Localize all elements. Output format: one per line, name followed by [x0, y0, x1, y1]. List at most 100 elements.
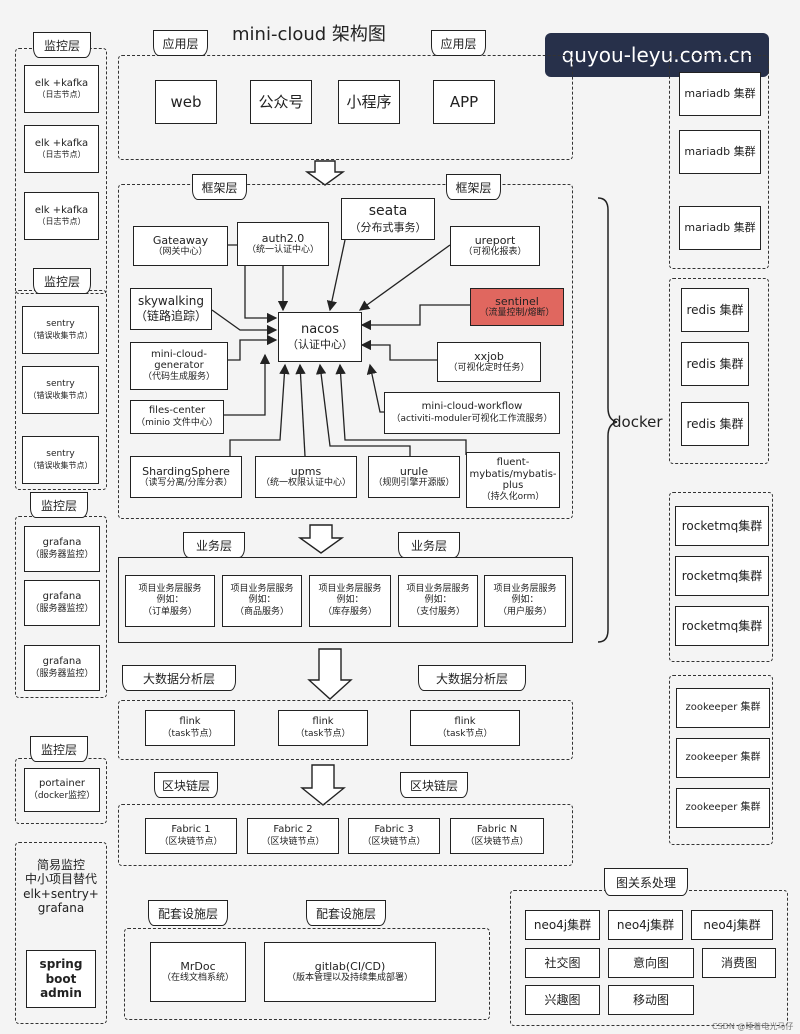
workflow-box: mini-cloud-workflow（activiti-moduler可视化工…	[384, 392, 560, 434]
app-official-account: 公众号	[250, 80, 312, 124]
mariadb-group	[669, 55, 769, 269]
layer-label-framework: 框架层	[192, 174, 247, 200]
gateway-box: Gateaway（网关中心）	[133, 226, 228, 266]
layer-label-monitor-3: 监控层	[30, 492, 88, 518]
sentinel-box: sentinel（流量控制/熔断）	[470, 288, 564, 326]
gitlab-box: gitlab(CI/CD)（版本管理以及持续集成部署）	[264, 942, 436, 1002]
layer-label-support: 配套设施层	[306, 900, 386, 926]
neo4j-cluster: neo4j集群	[525, 910, 600, 940]
flow-arrow-down	[300, 764, 346, 806]
urule-box: urule（规则引擎开源版）	[368, 456, 460, 498]
grafana-node: grafana（服务器监控）	[24, 526, 100, 572]
elk-node: elk +kafka（日志节点）	[24, 192, 99, 240]
edge-workflow-nacos	[366, 363, 384, 413]
redis-cluster: redis 集群	[681, 402, 749, 446]
flink-node: flink（task节点）	[278, 710, 368, 746]
rocketmq-cluster: rocketmq集群	[675, 606, 769, 646]
xxjob-box: xxjob（可视化定时任务）	[437, 342, 541, 382]
edge-files-nacos	[224, 353, 271, 416]
sharding-box: ShardingSphere（读写分离/分库分表）	[130, 456, 242, 498]
consumption-graph-box: 消费图	[702, 948, 776, 978]
bigdata-layer-group	[118, 700, 573, 760]
skywalking-box: skywalking（链路追踪）	[130, 288, 212, 330]
layer-label-business: 业务层	[183, 532, 245, 558]
flow-arrow-down	[307, 648, 353, 700]
mobile-graph-box: 移动图	[608, 985, 694, 1015]
layer-label-graph: 图关系处理	[604, 868, 688, 896]
page-title: mini-cloud 架构图	[232, 24, 386, 45]
edge-ureport-nacos	[358, 244, 451, 311]
edge-seata-nacos	[326, 239, 346, 312]
sentry-node: sentry（错误收集节点）	[22, 306, 99, 354]
rocketmq-cluster: rocketmq集群	[675, 556, 769, 596]
business-service-box: 项目业务层服务例如：（库存服务）	[309, 575, 391, 627]
edge-urule-nacos	[315, 363, 411, 456]
elk-node: elk +kafka（日志节点）	[24, 125, 99, 173]
simple-monitor-text: 简易监控 中小项目替代 elk+sentry+ grafana	[23, 858, 99, 916]
edge-gateway-nacos	[228, 244, 278, 324]
framework-layer-group	[118, 184, 573, 519]
edge-sharding-nacos	[229, 363, 290, 456]
business-service-box: 项目业务层服务例如：（用户服务）	[484, 575, 566, 627]
ureport-box: ureport（可视化报表）	[450, 226, 540, 266]
app-mobile: APP	[433, 80, 495, 124]
elk-node: elk +kafka（日志节点）	[24, 65, 99, 113]
business-layer-group	[118, 557, 573, 643]
rocketmq-group	[669, 492, 773, 662]
docker-label: docker	[612, 413, 663, 431]
rocketmq-cluster: rocketmq集群	[675, 506, 769, 546]
business-service-box: 项目业务层服务例如：（商品服务）	[222, 575, 302, 627]
edge-skywalking-nacos	[211, 309, 278, 336]
flow-arrow-down	[305, 160, 345, 186]
zookeeper-group	[669, 675, 773, 845]
docker-brace	[597, 197, 618, 643]
files-center-box: files-center（minio 文件中心）	[130, 400, 224, 434]
layer-label-support: 配套设施层	[148, 900, 228, 926]
fabric-node: Fabric 3（区块链节点）	[348, 818, 440, 854]
layer-label-blockchain: 区块链层	[400, 772, 468, 798]
business-service-box: 项目业务层服务例如：（订单服务）	[125, 575, 215, 627]
credit-text: CSDN @睡着电光马仔	[712, 1022, 794, 1031]
app-layer-group	[118, 55, 573, 160]
blockchain-layer-group	[118, 804, 573, 866]
layer-label-app: 应用层	[153, 30, 208, 56]
fabric-node: Fabric 2（区块链节点）	[247, 818, 339, 854]
generator-box: mini-cloud- generator（代码生成服务）	[130, 342, 228, 390]
auth-box: auth2.0（统一认证中心）	[237, 222, 329, 266]
flink-node: flink（task节点）	[145, 710, 235, 746]
intent-graph-box: 意向图	[608, 948, 694, 978]
layer-label-monitor-4: 监控层	[30, 736, 88, 762]
layer-label-bigdata: 大数据分析层	[122, 665, 236, 691]
edge-mybatis-nacos	[335, 363, 467, 455]
fabric-node: Fabric N（区块链节点）	[450, 818, 544, 854]
mariadb-cluster: mariadb 集群	[679, 206, 761, 250]
sentry-node: sentry（错误收集节点）	[22, 436, 99, 484]
portainer-node: portainer（docker监控）	[24, 768, 100, 812]
zookeeper-cluster: zookeeper 集群	[676, 738, 770, 778]
layer-label-bigdata: 大数据分析层	[418, 665, 526, 691]
layer-label-monitor-2: 监控层	[33, 268, 91, 294]
upms-box: upms（统一权限认证中心）	[255, 456, 357, 498]
mariadb-cluster: mariadb 集群	[679, 72, 761, 116]
redis-cluster: redis 集群	[681, 342, 749, 386]
neo4j-cluster: neo4j集群	[608, 910, 683, 940]
layer-label-monitor-1: 监控层	[33, 32, 91, 58]
support-layer-group	[124, 928, 490, 1020]
edge-upms-nacos	[295, 363, 306, 457]
spring-boot-admin-box: spring boot admin	[26, 950, 96, 1008]
seata-box: seata（分布式事务）	[341, 198, 435, 240]
flink-node: flink（task节点）	[410, 710, 520, 746]
app-mini-program: 小程序	[338, 80, 400, 124]
fabric-node: Fabric 1（区块链节点）	[145, 818, 237, 854]
layer-label-blockchain: 区块链层	[154, 772, 218, 798]
redis-cluster: redis 集群	[681, 288, 749, 332]
simple-monitor-group	[15, 842, 107, 1024]
layer-label-business: 业务层	[398, 532, 460, 558]
layer-label-app: 应用层	[431, 30, 486, 56]
flow-arrow-down	[298, 524, 344, 554]
grafana-node: grafana（服务器监控）	[24, 580, 100, 626]
interest-graph-box: 兴趣图	[525, 985, 600, 1015]
social-graph-box: 社交图	[525, 948, 600, 978]
grafana-node: grafana（服务器监控）	[24, 645, 100, 691]
